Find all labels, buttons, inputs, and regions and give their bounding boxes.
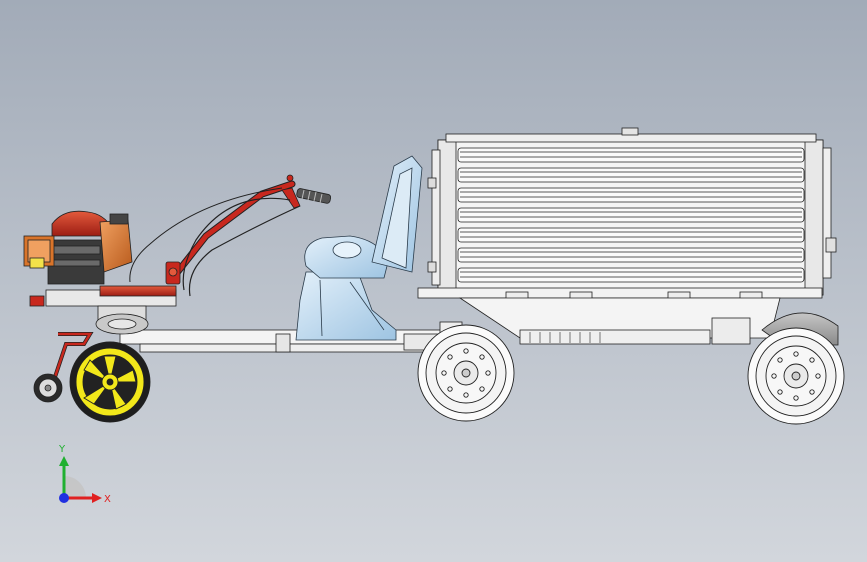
- handle-grip: [296, 188, 332, 204]
- coordinate-triad: Y X: [58, 444, 111, 505]
- tank-container: [417, 127, 839, 346]
- tank-ribs: [457, 147, 805, 283]
- handlebar: [129, 174, 332, 297]
- triad-x-label: X: [104, 494, 111, 505]
- triad-plane-marker: [64, 476, 86, 498]
- driver-seat: [295, 155, 423, 341]
- triad-z-axis: [59, 493, 69, 503]
- trailer-front-wheel: [417, 324, 515, 422]
- chassis-frame: [119, 321, 463, 353]
- triad-y-label: Y: [58, 444, 66, 455]
- engine-unit: [23, 210, 177, 335]
- front-drive-wheel: [69, 341, 151, 423]
- support-wheel: [33, 332, 94, 403]
- trailer-rear-wheel: [747, 327, 845, 425]
